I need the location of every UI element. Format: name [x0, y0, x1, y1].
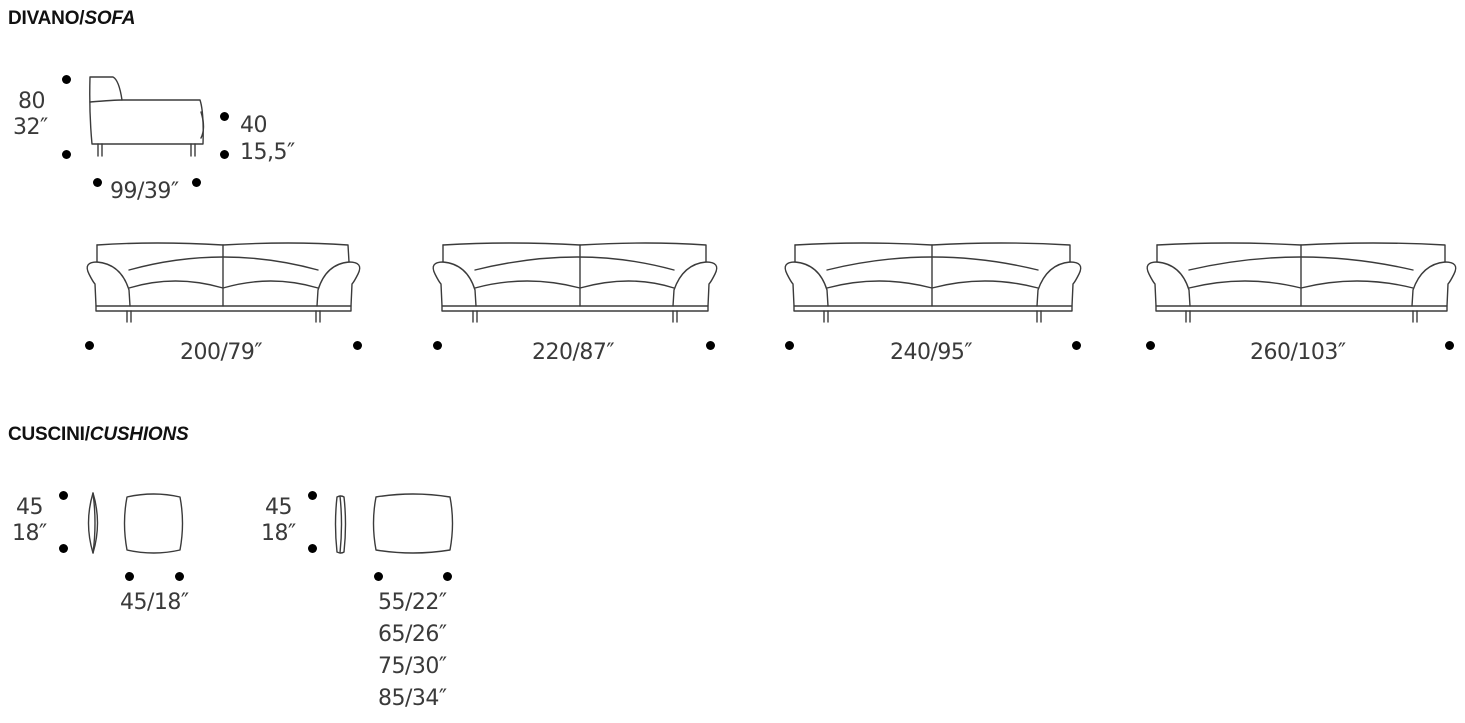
- sofa-front-drawing: [784, 242, 1082, 323]
- dimension-marker: [220, 112, 229, 121]
- side-height-in: 32″: [13, 115, 48, 140]
- cushion-large-width-option: 55/22″: [378, 590, 447, 615]
- seat-height-in: 15,5″: [240, 140, 295, 165]
- sofa-side-view-drawing: [89, 76, 205, 157]
- cushion-large-width-option: 75/30″: [378, 654, 447, 679]
- seat-height-cm: 40: [240, 113, 268, 138]
- dimension-marker: [59, 491, 68, 500]
- dimension-marker: [175, 572, 184, 581]
- dimension-marker: [1445, 341, 1454, 350]
- sofa-width-label: 240/95″: [890, 340, 973, 365]
- dimension-marker: [93, 178, 102, 187]
- sofa-width-label: 200/79″: [180, 340, 263, 365]
- cushion-large-height-in: 18″: [261, 521, 296, 546]
- dimension-marker: [443, 572, 452, 581]
- cushion-large-width-option: 65/26″: [378, 622, 447, 647]
- cushion-large-side-drawing: [334, 495, 347, 554]
- dimension-marker: [62, 75, 71, 84]
- sofa-front-drawing: [1146, 242, 1457, 323]
- cushion-large-front-drawing: [372, 493, 454, 554]
- cushions-section-title: CUSCINI/CUSHIONS: [8, 424, 189, 446]
- sofa-section-title: DIVANO/SOFA: [8, 8, 136, 30]
- dimension-marker: [125, 572, 134, 581]
- cushions-title-italic: CUSHIONS: [89, 424, 189, 445]
- dimension-marker: [353, 341, 362, 350]
- dimension-marker: [308, 544, 317, 553]
- dimension-marker: [785, 341, 794, 350]
- dimension-marker: [220, 150, 229, 159]
- cushion-small-width: 45/18″: [120, 590, 189, 615]
- cushion-small-height-in: 18″: [12, 521, 47, 546]
- dimension-marker: [1072, 341, 1081, 350]
- dimension-marker: [374, 572, 383, 581]
- sofa-width-label: 220/87″: [532, 340, 615, 365]
- sofa-front-drawing: [86, 242, 361, 323]
- cushion-large-height-cm: 45: [265, 495, 293, 520]
- cushions-title-main: CUSCINI/: [8, 424, 90, 445]
- dimension-marker: [1146, 341, 1155, 350]
- side-depth: 99/39″: [110, 179, 179, 204]
- sofa-front-drawing: [432, 242, 718, 323]
- dimension-marker: [308, 491, 317, 500]
- dimension-marker: [706, 341, 715, 350]
- dimension-marker: [62, 150, 71, 159]
- dimension-marker: [433, 341, 442, 350]
- sofa-title-main: DIVANO/: [8, 8, 85, 29]
- cushion-large-width-option: 85/34″: [378, 686, 447, 711]
- cushion-small-height-cm: 45: [16, 495, 44, 520]
- side-height-cm: 80: [18, 89, 46, 114]
- sofa-title-italic: SOFA: [84, 8, 136, 29]
- dimension-marker: [85, 341, 94, 350]
- cushion-small-side-drawing: [87, 492, 99, 554]
- dimension-marker: [59, 544, 68, 553]
- cushion-small-front-drawing: [123, 493, 184, 554]
- dimension-marker: [192, 178, 201, 187]
- sofa-width-label: 260/103″: [1250, 340, 1346, 365]
